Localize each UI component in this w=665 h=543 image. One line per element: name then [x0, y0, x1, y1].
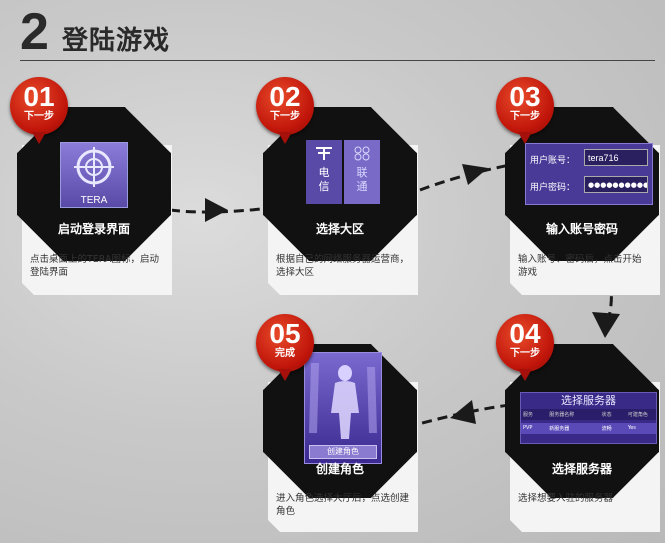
tera-logo-icon — [74, 147, 114, 187]
step-tag: 下一步 — [24, 111, 54, 122]
step-badge: 01 下一步 — [10, 77, 68, 144]
server-list-title: 选择服务器 — [561, 394, 616, 407]
telecom-option[interactable]: 电信 — [306, 140, 342, 204]
section-title: 登陆游戏 — [62, 26, 171, 56]
step-badge: 02 下一步 — [256, 77, 314, 144]
step-label: 选择大区 — [315, 222, 364, 236]
header-divider — [20, 60, 655, 61]
step-tag: 完成 — [275, 348, 295, 359]
step-number: 01 — [23, 81, 55, 112]
step-number: 03 — [509, 81, 541, 112]
unicom-label: 联通 — [356, 166, 368, 193]
character-figure-icon — [309, 363, 377, 439]
step-badge: 05 完成 — [256, 314, 314, 381]
step-number: 05 — [269, 318, 301, 349]
telecom-icon — [316, 147, 332, 160]
login-form: 用户账号： tera716 用户密码： ●●●●●●●●●● — [525, 143, 653, 205]
step-card-3: 用户账号： tera716 用户密码： ●●●●●●●●●● 输入账号密码 输入… — [496, 77, 665, 295]
section-number: 2 — [20, 3, 49, 61]
tera-desktop-icon[interactable]: TERA — [60, 142, 128, 208]
unicom-option[interactable]: 联通 — [344, 140, 380, 204]
step-card-2: 电信 联通 选择大区 根据自己的网络服务器运营商，选择大区 02 下一步 — [256, 77, 438, 295]
step-tag: 下一步 — [510, 111, 540, 122]
step-number: 02 — [269, 81, 301, 112]
server-list: 选择服务器 服务 服务器名称 状态 可建角色 PVP 新服务器 流畅 Yes — [520, 392, 657, 444]
step-card-1: TERA 启动登录界面 点击桌面上的TERA图标，启动登陆界面 01 下一步 — [10, 77, 192, 295]
step-label: 输入账号密码 — [545, 222, 618, 236]
step-card-4: 选择服务器 服务 服务器名称 状态 可建角色 PVP 新服务器 流畅 Yes 选… — [496, 314, 665, 532]
unicom-icon — [354, 146, 370, 161]
arrow-head-2 — [462, 164, 488, 185]
step-tag: 下一步 — [270, 111, 300, 122]
username-field[interactable]: tera716 — [584, 149, 648, 166]
tera-icon-label: TERA — [80, 195, 108, 206]
step-label: 选择服务器 — [551, 462, 612, 476]
server-list-header: 服务 服务器名称 状态 可建角色 — [521, 409, 656, 420]
region-selector: 电信 联通 — [306, 140, 380, 204]
step-card-5: 创建角色 创建角色 进入角色选择大厅后，点选创建角色 05 完成 — [256, 314, 438, 532]
arrow-head-4 — [450, 400, 476, 424]
password-label: 用户密码： — [530, 183, 576, 193]
telecom-label: 电信 — [318, 166, 330, 193]
create-character-button[interactable]: 创建角色 — [309, 445, 377, 459]
step-description: 选择想要入驻的服务器 — [518, 493, 614, 504]
section-header: 2 登陆游戏 — [0, 0, 665, 66]
step-description: 输入账号、密码后，点击开始游戏 — [518, 254, 642, 278]
step-description: 进入角色选择大厅后，点选创建角色 — [276, 493, 410, 517]
character-preview: 创建角色 — [304, 352, 382, 464]
server-row[interactable]: PVP 新服务器 流畅 Yes — [521, 423, 656, 434]
step-label: 创建角色 — [315, 462, 364, 476]
arrow-head-3 — [592, 312, 620, 338]
step-label: 启动登录界面 — [57, 222, 130, 236]
arrow-head-1 — [205, 198, 228, 222]
password-field[interactable]: ●●●●●●●●●● — [584, 176, 648, 193]
step-tag: 下一步 — [510, 348, 540, 359]
step-description: 点击桌面上的TERA图标，启动登陆界面 — [30, 254, 160, 278]
step-badge: 04 下一步 — [496, 314, 554, 381]
step-description: 根据自己的网络服务器运营商，选择大区 — [276, 254, 410, 278]
step-badge: 03 下一步 — [496, 77, 554, 144]
username-label: 用户账号： — [530, 156, 576, 166]
step-number: 04 — [509, 318, 541, 349]
